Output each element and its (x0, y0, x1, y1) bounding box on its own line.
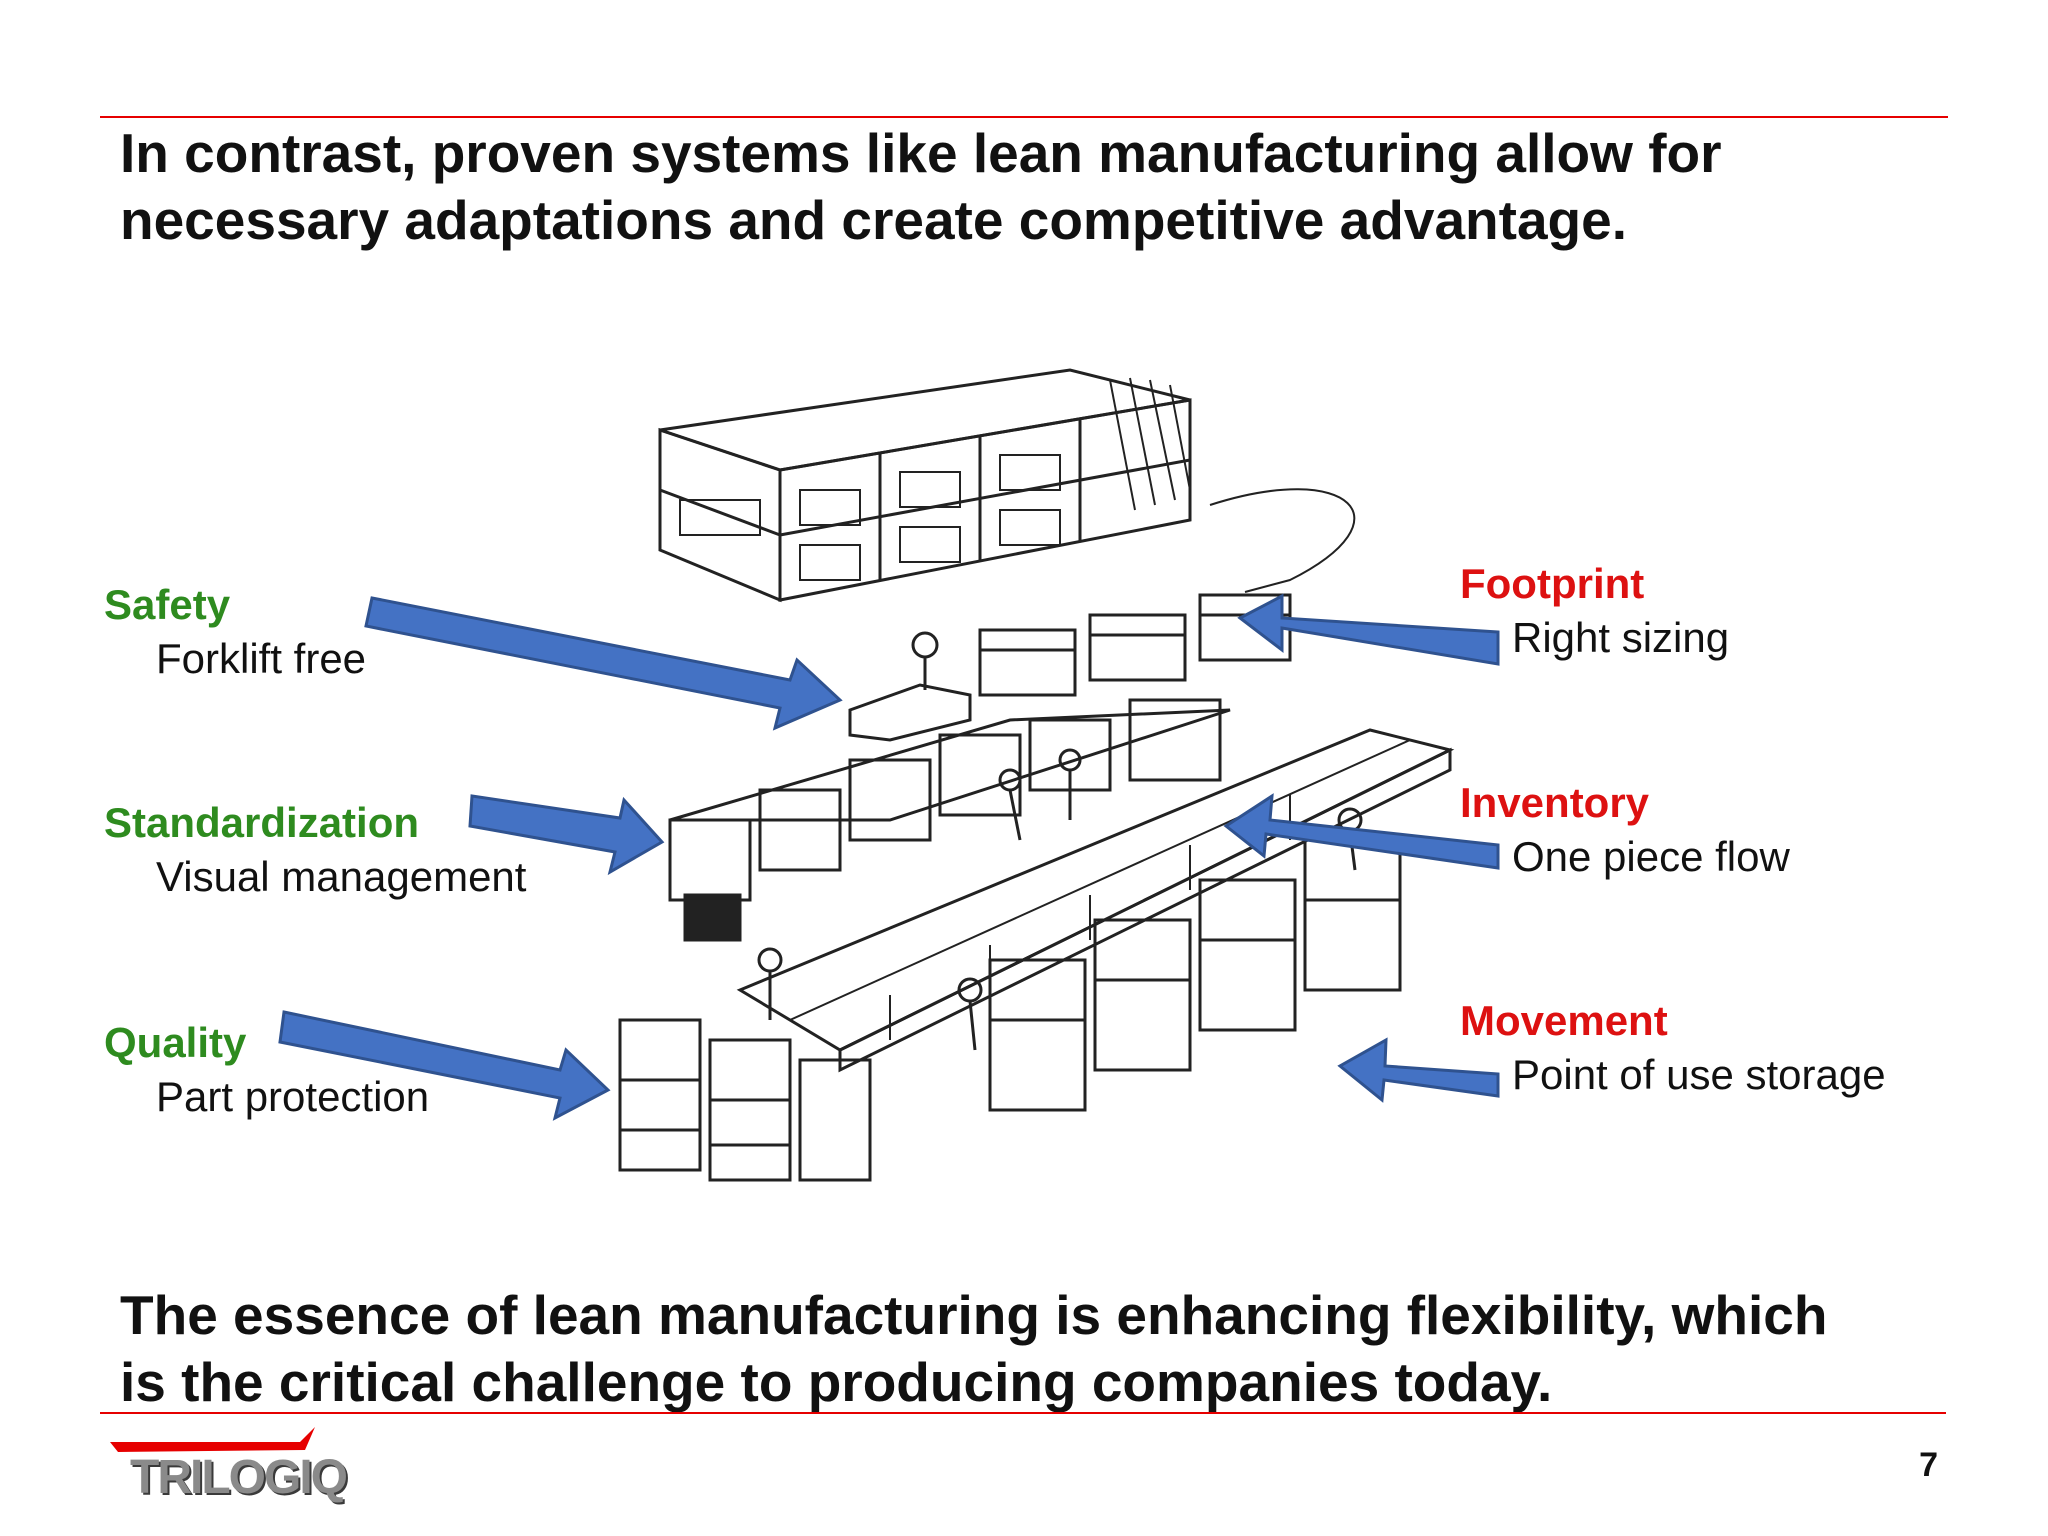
label-movement-title: Movement (1460, 997, 1668, 1044)
label-standardization-title: Standardization (104, 799, 420, 846)
label-footprint-sub: Right sizing (1512, 614, 1730, 661)
label-quality-title: Quality (104, 1019, 247, 1066)
label-inventory-title: Inventory (1460, 779, 1650, 826)
headline-top-line-2: necessary adaptations and create competi… (120, 189, 1627, 251)
headline-bottom-line-2: is the critical challenge to producing c… (120, 1351, 1553, 1413)
point-of-use-racks (618, 807, 1402, 1182)
label-safety: Safety Forklift free (104, 578, 366, 686)
label-footprint-title: Footprint (1460, 560, 1645, 607)
label-quality-sub: Part protection (156, 1073, 430, 1120)
label-movement-sub: Point of use storage (1512, 1051, 1886, 1098)
label-inventory-sub: One piece flow (1512, 833, 1790, 880)
storage-rack (658, 368, 1356, 603)
factory-illustration (618, 368, 1455, 1182)
page-number: 7 (1919, 1446, 1938, 1484)
label-footprint: Footprint Right sizing (1460, 557, 1729, 665)
label-quality: Quality Part protection (104, 1016, 429, 1124)
label-inventory: Inventory One piece flow (1460, 776, 1790, 884)
label-movement: Movement Point of use storage (1460, 994, 1886, 1102)
headline-top: In contrast, proven systems like lean ma… (120, 120, 1722, 254)
workstations-middle (668, 698, 1231, 942)
label-standardization: Standardization Visual management (104, 796, 526, 904)
bottom-divider (100, 1412, 1946, 1414)
top-divider (100, 116, 1948, 118)
headline-bottom: The essence of lean manufacturing is enh… (120, 1282, 1827, 1416)
logo-swoosh-icon (110, 1427, 315, 1452)
headline-bottom-line-1: The essence of lean manufacturing is enh… (120, 1284, 1828, 1346)
trilogiq-logo: TRILOGIQ (100, 1422, 348, 1504)
headline-top-line-1: In contrast, proven systems like lean ma… (120, 122, 1722, 184)
label-standardization-sub: Visual management (156, 853, 527, 900)
label-safety-sub: Forklift free (156, 635, 367, 682)
logo-text: TRILOGIQ (130, 1451, 348, 1504)
label-safety-title: Safety (104, 581, 231, 628)
